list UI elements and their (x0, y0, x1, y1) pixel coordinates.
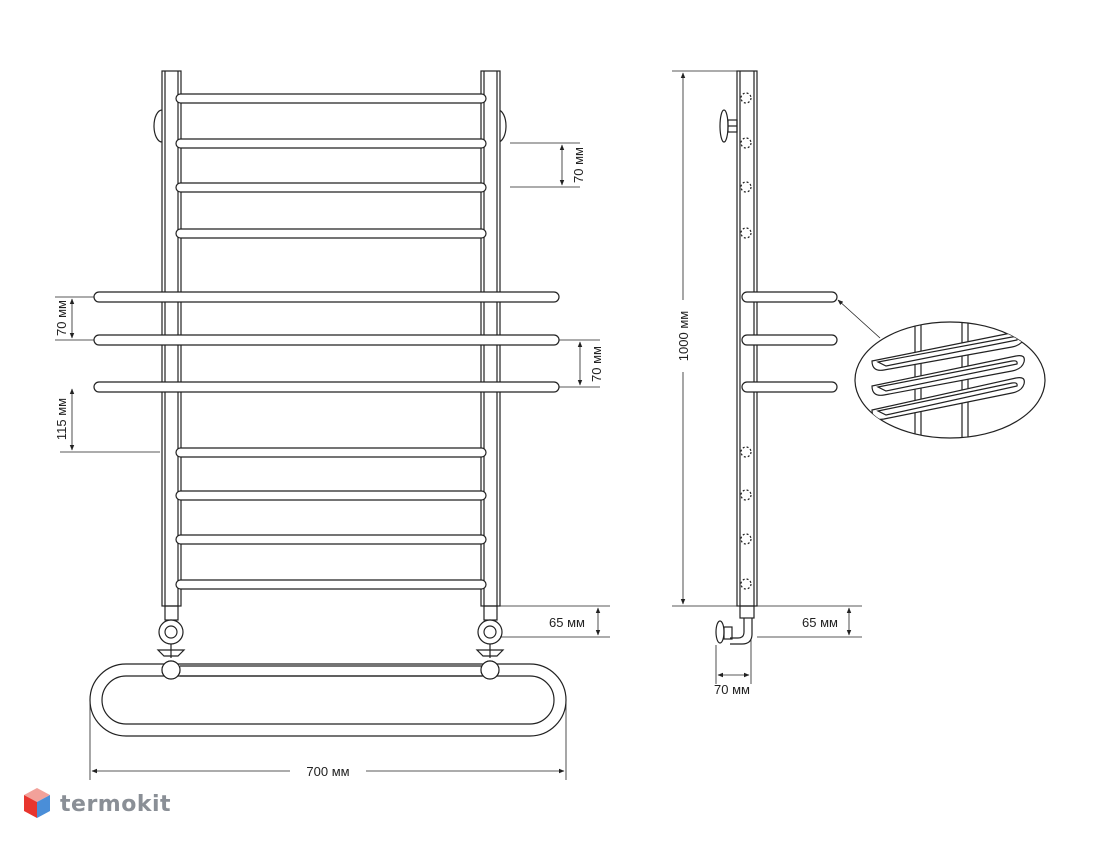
upper-rungs (175, 93, 487, 239)
dim-lower-gap: 115 мм (54, 398, 69, 440)
rung (175, 93, 487, 104)
side-wall-mount (719, 109, 738, 143)
long-bar (93, 381, 560, 393)
front-view (89, 70, 567, 737)
lower-rungs (175, 447, 487, 590)
cube-icon (24, 788, 50, 818)
dim-width: 700 мм (306, 764, 349, 779)
rung (175, 228, 487, 239)
side-bars (741, 291, 838, 393)
rung (175, 579, 487, 590)
side-bottom-fitting (715, 605, 755, 645)
dim-height: 1000 мм (676, 311, 691, 361)
side-view (715, 70, 838, 645)
termokit-logo: termokit (22, 786, 171, 822)
dim-bar-gap-right: 70 мм (589, 346, 604, 382)
rung (175, 534, 487, 545)
rung-ends (740, 92, 752, 590)
rung (175, 182, 487, 193)
rung (175, 490, 487, 501)
dim-bottom-pipe: 65 мм (549, 615, 585, 630)
side-dimensions (672, 70, 881, 684)
front-dimensions (55, 142, 610, 780)
zoom-detail (854, 321, 1046, 439)
rung (175, 138, 487, 149)
logo-text: termokit (60, 791, 172, 817)
long-bar (93, 334, 560, 346)
dim-bar-gap-left: 70 мм (54, 300, 69, 336)
rung (175, 447, 487, 458)
top-view-frame (89, 660, 567, 737)
long-bar (93, 291, 560, 303)
dim-side-offset: 70 мм (714, 682, 750, 697)
dim-side-bottom-pipe: 65 мм (802, 615, 838, 630)
dim-rung-gap: 70 мм (571, 147, 586, 183)
